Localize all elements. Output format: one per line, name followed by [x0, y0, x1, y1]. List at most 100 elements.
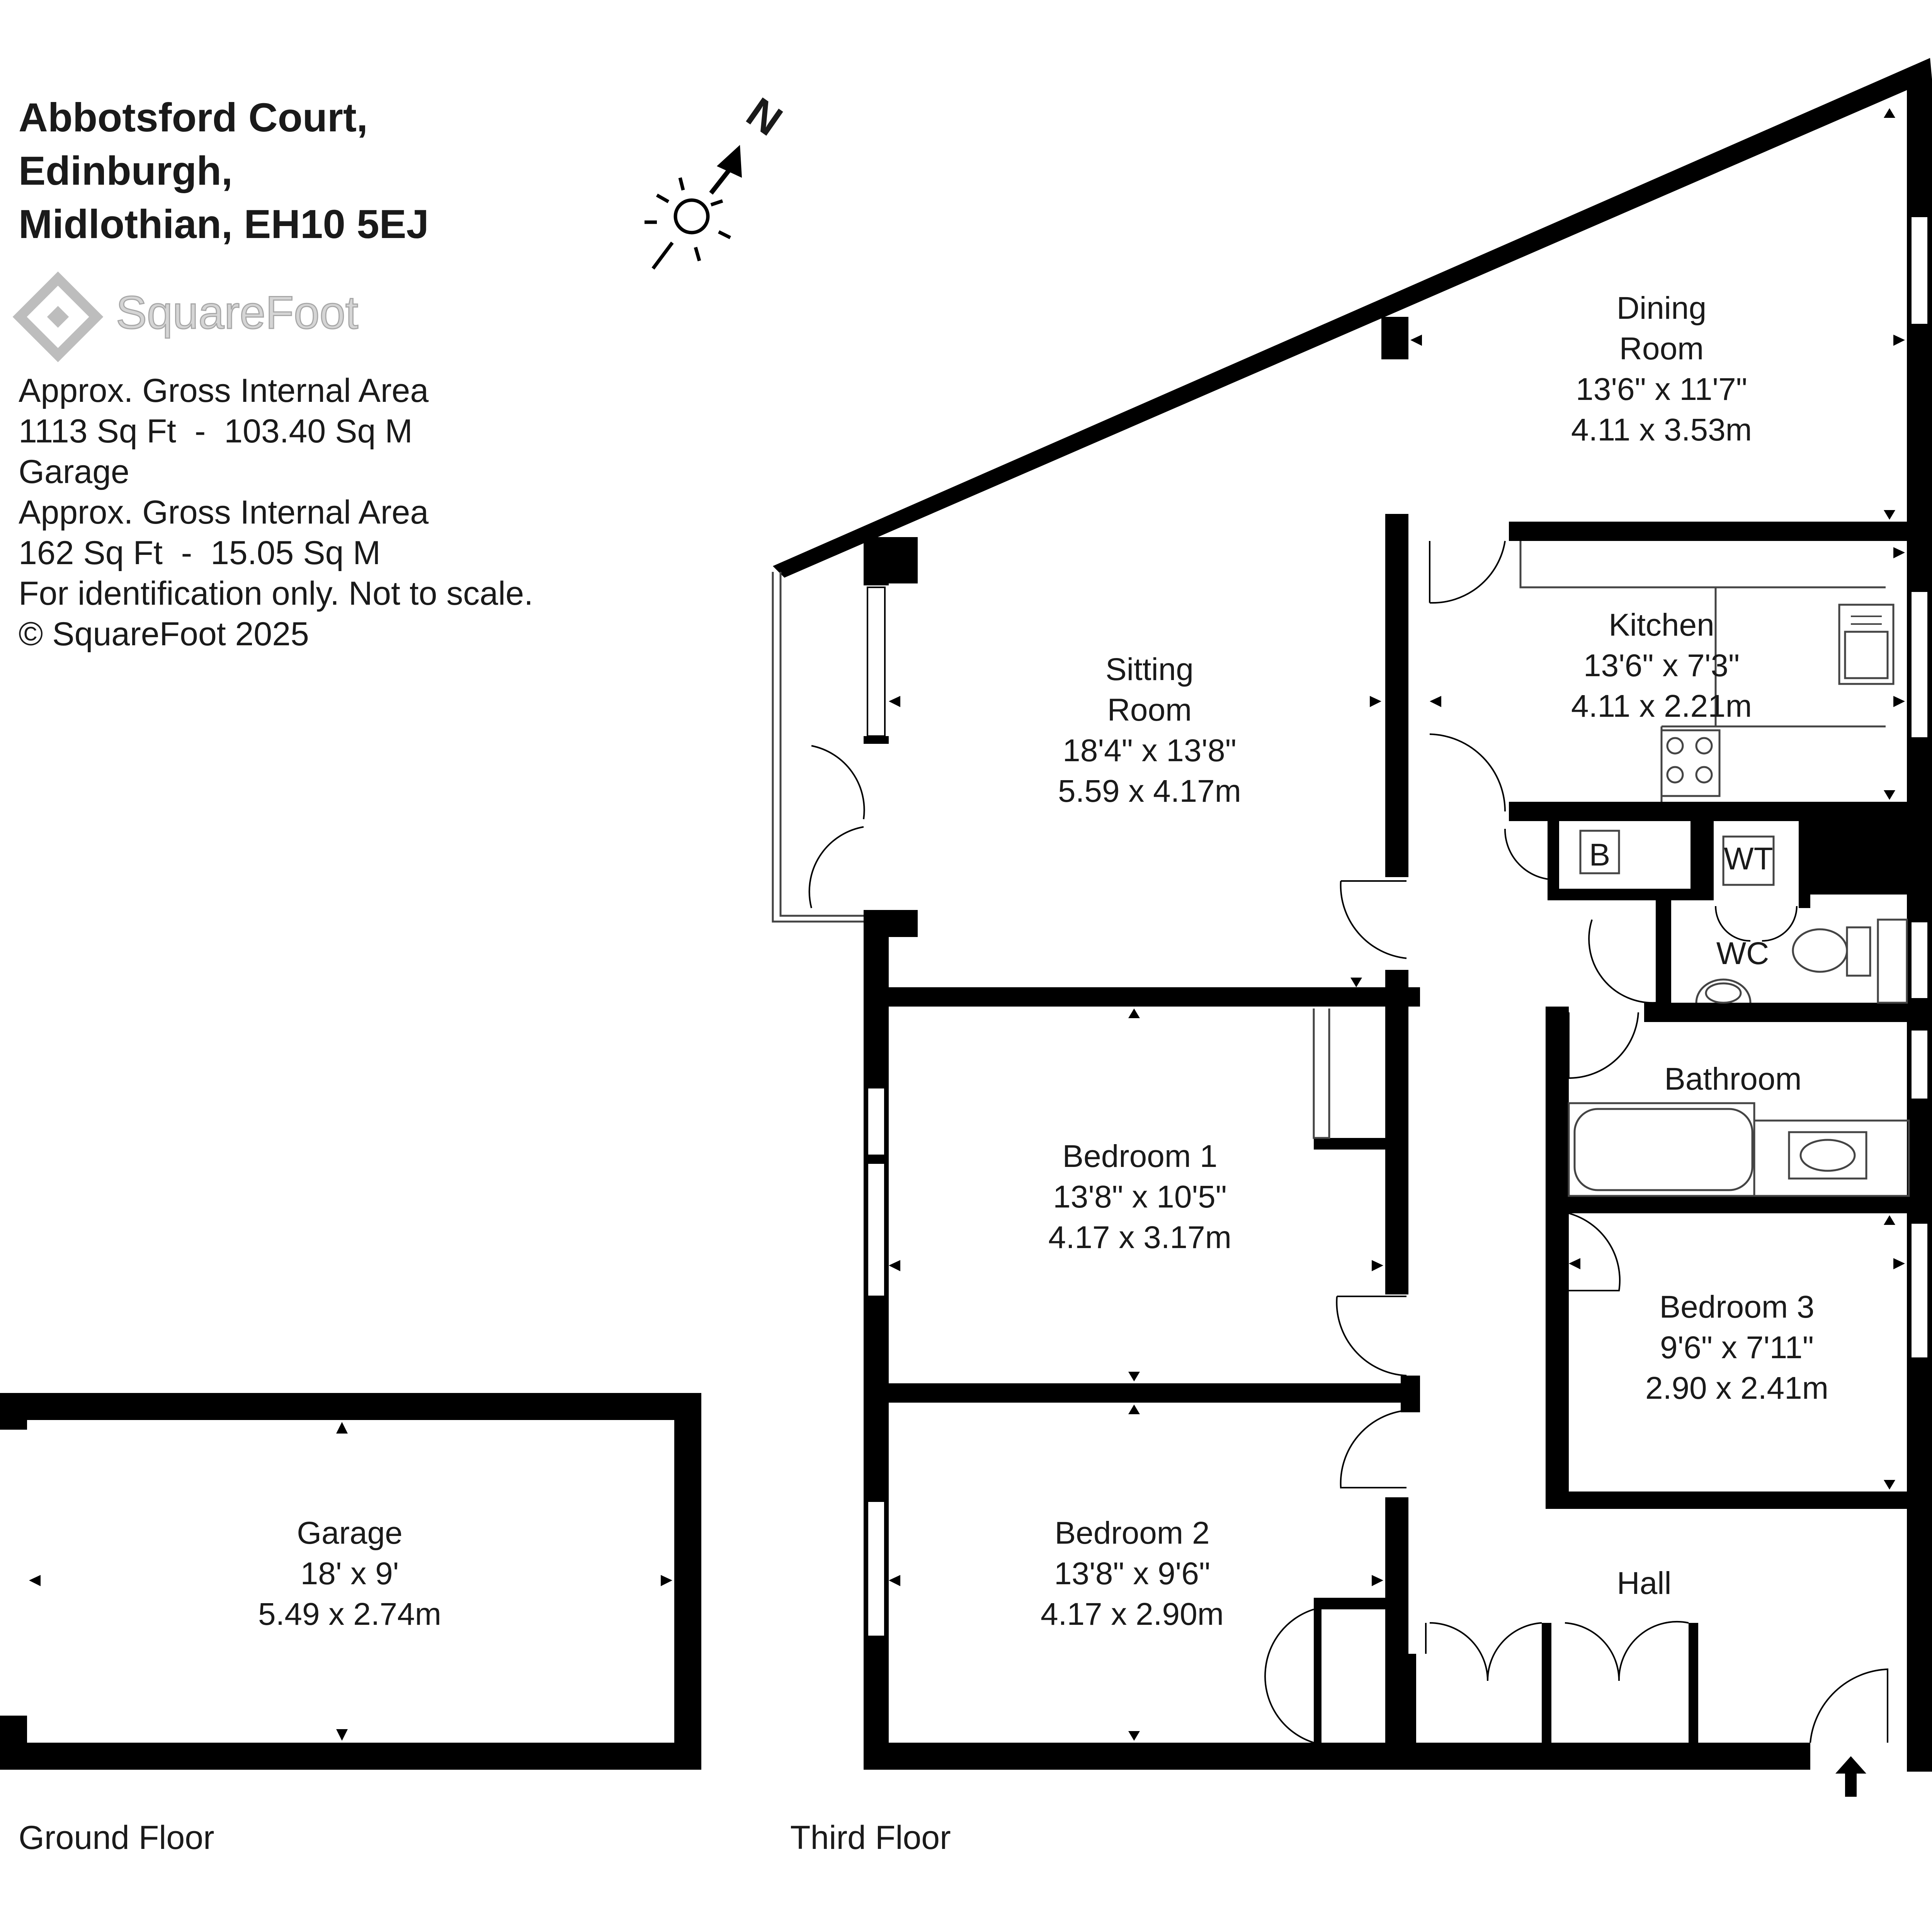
entrance-arrow-icon: [1835, 1756, 1866, 1797]
info-line-1: Approx. Gross Internal Area: [19, 372, 429, 409]
wall-bed1-bed2: [889, 1383, 1420, 1403]
address-line-1: Abbotsford Court,: [19, 95, 368, 140]
hall-cupboard-left: [1406, 1654, 1416, 1743]
cupboard-b-right: [1690, 813, 1702, 900]
bedroom1-name: Bedroom 1: [1062, 1139, 1217, 1174]
garage-plan: [0, 1393, 701, 1770]
door-dining-kitchen: [1429, 541, 1506, 604]
cupboard-b-wall: [1548, 813, 1559, 900]
bedroom1-metric: 4.17 x 3.17m: [1048, 1220, 1231, 1255]
dimension-ticks: [889, 108, 1905, 1741]
garage-wall-left-bottom: [0, 1716, 27, 1770]
bedroom2-name: Bedroom 2: [1054, 1515, 1209, 1551]
sun-icon: [645, 177, 731, 270]
garage-wall-bottom: [0, 1743, 701, 1770]
north-label: N: [738, 88, 791, 145]
address-line-3: Midlothian, EH10 5EJ: [19, 202, 429, 247]
door-cupboard-wt: [1715, 906, 1798, 942]
window-wc: [1910, 921, 1929, 1000]
wall-wc-left: [1656, 900, 1671, 1007]
info-line-2: 1113 Sq Ft - 103.40 Sq M: [19, 413, 413, 450]
garage-name: Garage: [297, 1515, 403, 1551]
bedroom3-metric: 2.90 x 2.41m: [1645, 1371, 1828, 1406]
balcony-outline-inner: [779, 572, 864, 917]
label-bedroom-2: Bedroom 2 13'8" x 9'6" 4.17 x 2.90m: [1041, 1515, 1224, 1632]
window-sitting-left: [867, 587, 886, 737]
sitting-metric: 5.59 x 4.17m: [1058, 774, 1241, 809]
kitchen-imperial: 13'6" x 7'3": [1583, 648, 1740, 683]
wall-sitting-east: [1385, 514, 1408, 877]
window-bed1-b: [867, 1162, 886, 1297]
exterior-wall-left: [864, 910, 889, 1770]
exterior-wall-bottom-right: [1907, 1743, 1932, 1770]
sitting-imperial: 18'4" x 13'8": [1063, 733, 1236, 768]
door-bed2: [1340, 1410, 1407, 1488]
garage-imperial: 18' x 9': [301, 1556, 399, 1591]
label-dining-room: Dining Room 13'6" x 11'7" 4.11 x 3.53m: [1571, 291, 1752, 447]
bedroom2-metric: 4.17 x 2.90m: [1041, 1597, 1224, 1632]
info-line-6: For identification only. Not to scale.: [19, 575, 533, 612]
wall-bed2-east: [1385, 1497, 1408, 1770]
bathroom-label: Bathroom: [1664, 1061, 1802, 1097]
dining-imperial: 13'6" x 11'7": [1576, 372, 1747, 407]
water-tank-label: WT: [1724, 841, 1773, 876]
window-bed1-a: [867, 1087, 886, 1156]
door-bed1: [1336, 1296, 1407, 1376]
label-bedroom-3: Bedroom 3 9'6" x 7'11" 2.90 x 2.41m: [1645, 1289, 1828, 1406]
dining-metric: 4.11 x 3.53m: [1571, 412, 1752, 447]
label-kitchen: Kitchen 13'6" x 7'3" 4.11 x 2.21m: [1571, 607, 1752, 724]
door-bed3: [1568, 1213, 1621, 1291]
cupboard-b-bottom: [1548, 889, 1702, 900]
basin-bathroom-icon: [1753, 1119, 1910, 1197]
door-kitchen: [1429, 733, 1506, 812]
hall-cupboard-mid: [1542, 1623, 1551, 1743]
info-line-7: © SquareFoot 2025: [19, 616, 309, 653]
squarefoot-logo: SquareFoot: [12, 271, 359, 362]
wall-sitting-bed1: [889, 987, 1420, 1007]
hall-cupboard-right: [1689, 1623, 1698, 1743]
label-garage: Garage 18' x 9' 5.49 x 2.74m: [258, 1515, 441, 1632]
info-line-3: Garage: [19, 453, 129, 490]
address-line-2: Edinburgh,: [19, 148, 233, 194]
water-tank-box: [1722, 835, 1775, 886]
logo-text: SquareFoot: [116, 287, 358, 338]
balcony-door: [808, 745, 865, 908]
sitting-name-2: Room: [1107, 692, 1192, 728]
bath-icon: [1568, 1102, 1755, 1197]
wardrobe-bed1-wall: [1314, 1138, 1391, 1150]
info-line-5: 162 Sq Ft - 15.05 Sq M: [19, 534, 381, 571]
wall-bed3-south: [1546, 1492, 1907, 1509]
sink-icon: [1838, 604, 1895, 685]
wall-bed1-east: [1385, 970, 1408, 1294]
third-floor-plan: [772, 58, 1932, 1797]
toilet-icon: [1792, 918, 1908, 1004]
sitting-name-1: Sitting: [1105, 652, 1194, 687]
hall-cupboard-doors: [1425, 1621, 1689, 1681]
exterior-wall-bottom: [864, 1743, 1810, 1770]
dining-name-2: Room: [1619, 331, 1704, 366]
third-floor-label: Third Floor: [790, 1819, 951, 1856]
garage-wall-top: [0, 1393, 701, 1420]
wardrobe-bed1: [1313, 1009, 1330, 1139]
window-bed3: [1910, 1222, 1929, 1359]
wall-wc-bath: [1644, 1003, 1932, 1022]
door-bathroom: [1568, 1012, 1639, 1079]
window-bed2: [867, 1500, 886, 1637]
garage-metric: 5.49 x 2.74m: [258, 1597, 441, 1632]
bedroom3-imperial: 9'6" x 7'11": [1660, 1330, 1814, 1365]
window-mullion: [864, 736, 889, 744]
kitchen-name: Kitchen: [1609, 607, 1714, 643]
address-block: Abbotsford Court, Edinburgh, Midlothian,…: [19, 95, 429, 247]
door-sitting: [1340, 880, 1407, 959]
window-kitchen: [1910, 590, 1929, 739]
bedroom2-imperial: 13'8" x 9'6": [1054, 1556, 1210, 1591]
north-arrow-icon: [709, 145, 742, 195]
kitchen-metric: 4.11 x 2.21m: [1571, 689, 1752, 724]
ground-floor-label: Ground Floor: [19, 1819, 214, 1856]
compass: N: [645, 88, 791, 270]
door-entrance: [1810, 1668, 1888, 1743]
hall-label: Hall: [1617, 1566, 1671, 1601]
wall-bath-west: [1546, 1007, 1569, 1507]
bedroom1-imperial: 13'8" x 10'5": [1053, 1179, 1227, 1214]
dining-name-1: Dining: [1617, 291, 1706, 326]
